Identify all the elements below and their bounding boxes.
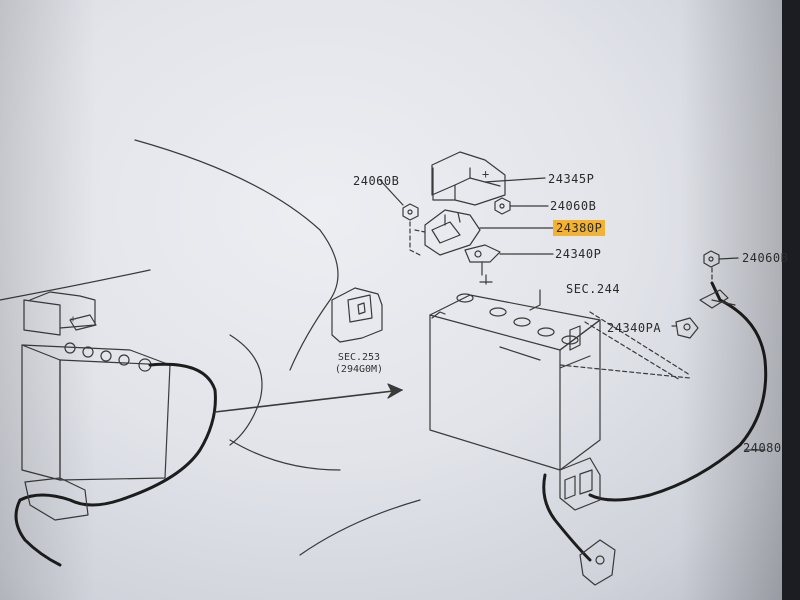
part-label-24060b: 24060B <box>742 251 789 265</box>
part-label-24345p: 24345P <box>548 172 595 186</box>
body-outline-curve <box>229 439 341 471</box>
terminal-icon <box>464 244 501 263</box>
pointer-arrow <box>214 389 403 413</box>
terminal-pa-icon <box>675 317 699 339</box>
part-label-24340pa: 24340PA <box>607 321 662 335</box>
hex-nut-icon <box>494 197 511 215</box>
monitor-bezel <box>782 0 800 600</box>
hex-nut-icon <box>703 250 720 268</box>
fuse-block-icon <box>424 209 481 256</box>
dashed-leader <box>414 229 426 233</box>
battery-cable-icon <box>588 281 768 502</box>
body-outline-curve <box>299 499 421 556</box>
battery-large-icon <box>429 274 601 471</box>
battery-cable-small <box>14 362 217 567</box>
body-outline-curve <box>0 269 151 301</box>
part-label-24340p: 24340P <box>555 247 602 261</box>
mounting-bracket-icon <box>331 287 383 343</box>
terminal-block-icon <box>559 457 601 511</box>
body-outline-curve <box>229 334 263 446</box>
body-outline-curve <box>134 139 339 371</box>
section-note-line: SEC.253 <box>337 352 381 363</box>
svg-text:+: + <box>70 314 76 325</box>
part-label-24060b: 24060B <box>550 199 597 213</box>
hex-nut-icon <box>402 203 419 221</box>
ground-clamp-icon <box>579 539 616 586</box>
part-label-24380p-highlighted: 24380P <box>553 220 606 236</box>
battery-cable-icon <box>542 473 592 562</box>
battery-small-icon: + <box>21 291 171 481</box>
section-note-sec253: SEC.253 (294G0M) <box>324 352 394 376</box>
terminal-block-small <box>24 477 89 521</box>
part-label-24080: 24080 <box>743 441 782 455</box>
svg-text:+: + <box>482 167 489 181</box>
section-label-sec244: SEC.244 <box>566 282 621 296</box>
part-label-24060b: 24060B <box>353 174 400 188</box>
section-note-line: (294G0M) <box>334 364 384 375</box>
terminal-cover-icon: + <box>431 151 506 206</box>
